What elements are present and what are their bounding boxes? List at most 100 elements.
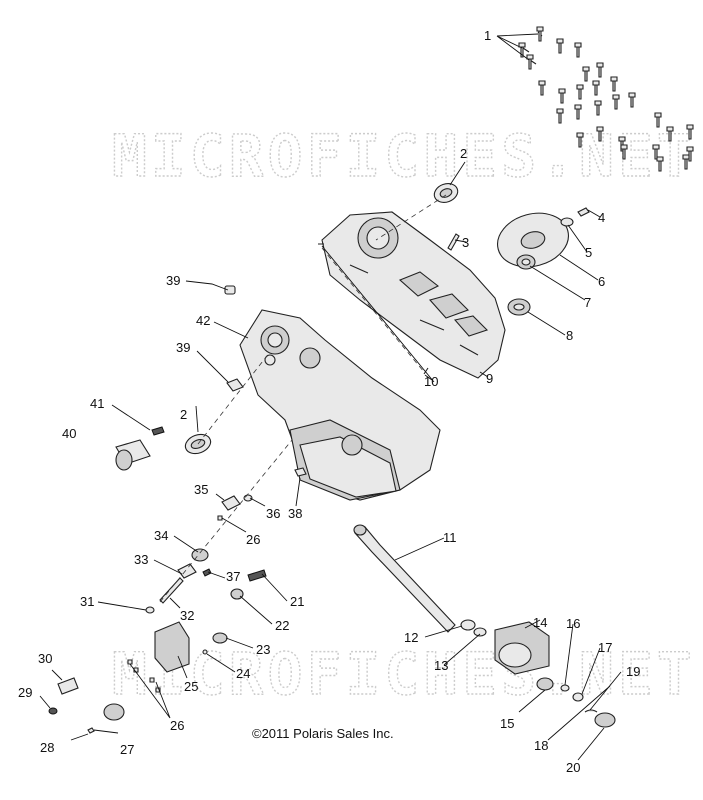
callout-18: 18 bbox=[534, 738, 548, 753]
parts-16-20 bbox=[560, 684, 616, 728]
callout-7: 7 bbox=[584, 295, 591, 310]
connector-30 bbox=[57, 677, 79, 695]
bolt-4 bbox=[577, 207, 590, 217]
callout-11: 11 bbox=[443, 530, 457, 545]
leader-lines bbox=[39, 33, 622, 761]
washer-31 bbox=[145, 606, 155, 614]
callout-15: 15 bbox=[500, 716, 514, 731]
callout-27: 27 bbox=[120, 742, 134, 757]
shaft-11 bbox=[353, 524, 456, 633]
bolt-icon bbox=[596, 62, 604, 78]
bolt-icon bbox=[536, 26, 544, 42]
bolt-icon bbox=[596, 126, 604, 142]
callout-23: 23 bbox=[256, 642, 270, 657]
bolt-icon bbox=[556, 108, 564, 124]
plug-39-lower bbox=[226, 378, 244, 392]
callout-3: 3 bbox=[462, 235, 469, 250]
bolt-icon bbox=[628, 92, 636, 108]
seal-2-upper bbox=[433, 183, 459, 203]
bolt-icon bbox=[620, 144, 628, 160]
lever-33 bbox=[177, 563, 197, 579]
callout-30: 30 bbox=[38, 651, 52, 666]
bolt-icon bbox=[594, 100, 602, 116]
bolt-icon bbox=[666, 126, 674, 142]
callout-40: 40 bbox=[62, 426, 76, 441]
callout-34: 34 bbox=[154, 528, 168, 543]
bolt-icon bbox=[526, 54, 534, 70]
bolt-icon bbox=[582, 66, 590, 82]
callout-17: 17 bbox=[598, 640, 612, 655]
bolt-icon bbox=[558, 88, 566, 104]
callout-1: 1 bbox=[484, 28, 491, 43]
washer-12 bbox=[460, 619, 476, 631]
callout-39-upper: 39 bbox=[166, 273, 180, 288]
crankcase-left bbox=[239, 309, 441, 501]
callout-36: 36 bbox=[266, 506, 280, 521]
cover-27 bbox=[103, 703, 125, 721]
callout-5: 5 bbox=[585, 245, 592, 260]
dowel-10 bbox=[318, 243, 429, 375]
spring-21 bbox=[247, 569, 267, 582]
fitting-35 bbox=[221, 495, 241, 511]
copyright-text: ©2011 Polaris Sales Inc. bbox=[252, 726, 394, 741]
callout-32: 32 bbox=[180, 608, 194, 623]
callout-19: 19 bbox=[626, 664, 640, 679]
bolt-icon bbox=[574, 104, 582, 120]
watermark-top: MICROFICHES.NET bbox=[112, 122, 696, 190]
callout-9: 9 bbox=[486, 371, 493, 386]
bolt-26-upper bbox=[217, 515, 223, 521]
gear-23 bbox=[212, 632, 228, 644]
bolt-icon bbox=[576, 132, 584, 148]
bolt-icon bbox=[656, 156, 664, 172]
bolts-26-lower bbox=[127, 659, 161, 693]
bearing-8 bbox=[507, 298, 531, 316]
bolt-set bbox=[518, 26, 694, 172]
callout-16: 16 bbox=[566, 616, 580, 631]
washer-5 bbox=[560, 217, 574, 227]
housing-25 bbox=[154, 621, 190, 673]
bolt-28 bbox=[87, 727, 95, 734]
bolt-icon bbox=[556, 38, 564, 54]
callout-21: 21 bbox=[290, 594, 304, 609]
bolt-icon bbox=[686, 124, 694, 140]
bolt-icon bbox=[592, 80, 600, 96]
gear-15 bbox=[536, 677, 554, 691]
callout-labels: 1 2 3 4 5 6 7 8 9 10 11 12 13 14 15 16 1… bbox=[18, 28, 640, 775]
bolt-icon bbox=[682, 154, 690, 170]
callout-26-lower: 26 bbox=[170, 718, 184, 733]
callout-38: 38 bbox=[288, 506, 302, 521]
watermark-bottom: MICROFICHES.NET bbox=[112, 640, 696, 708]
callout-37: 37 bbox=[226, 569, 240, 584]
callout-29: 29 bbox=[18, 685, 32, 700]
callout-2-lower: 2 bbox=[180, 407, 187, 422]
bolt-icon bbox=[574, 42, 582, 58]
spring-41 bbox=[151, 426, 165, 436]
callout-39-lower: 39 bbox=[176, 340, 190, 355]
callout-42: 42 bbox=[196, 313, 210, 328]
bolt-icon bbox=[654, 112, 662, 128]
bolt-icon bbox=[538, 80, 546, 96]
disc-6 bbox=[497, 212, 569, 268]
callout-22: 22 bbox=[275, 618, 289, 633]
plug-39-upper bbox=[224, 285, 236, 295]
pin-3 bbox=[447, 233, 460, 251]
callout-33: 33 bbox=[134, 552, 148, 567]
ring-13 bbox=[473, 627, 487, 637]
callout-14: 14 bbox=[533, 615, 547, 630]
callout-6: 6 bbox=[598, 274, 605, 289]
callout-31: 31 bbox=[80, 594, 94, 609]
centerline-lower-seal bbox=[197, 351, 271, 445]
callout-35: 35 bbox=[194, 482, 208, 497]
callout-12: 12 bbox=[404, 630, 418, 645]
callout-28: 28 bbox=[40, 740, 54, 755]
callout-41: 41 bbox=[90, 396, 104, 411]
callout-13: 13 bbox=[434, 658, 448, 673]
bolt-icon bbox=[612, 94, 620, 110]
callout-25: 25 bbox=[184, 679, 198, 694]
callout-2-upper: 2 bbox=[460, 146, 467, 161]
callout-10: 10 bbox=[424, 374, 438, 389]
bolt-icon bbox=[610, 76, 618, 92]
callout-8: 8 bbox=[566, 328, 573, 343]
plug-38 bbox=[294, 467, 307, 477]
bolt-icon bbox=[576, 84, 584, 100]
